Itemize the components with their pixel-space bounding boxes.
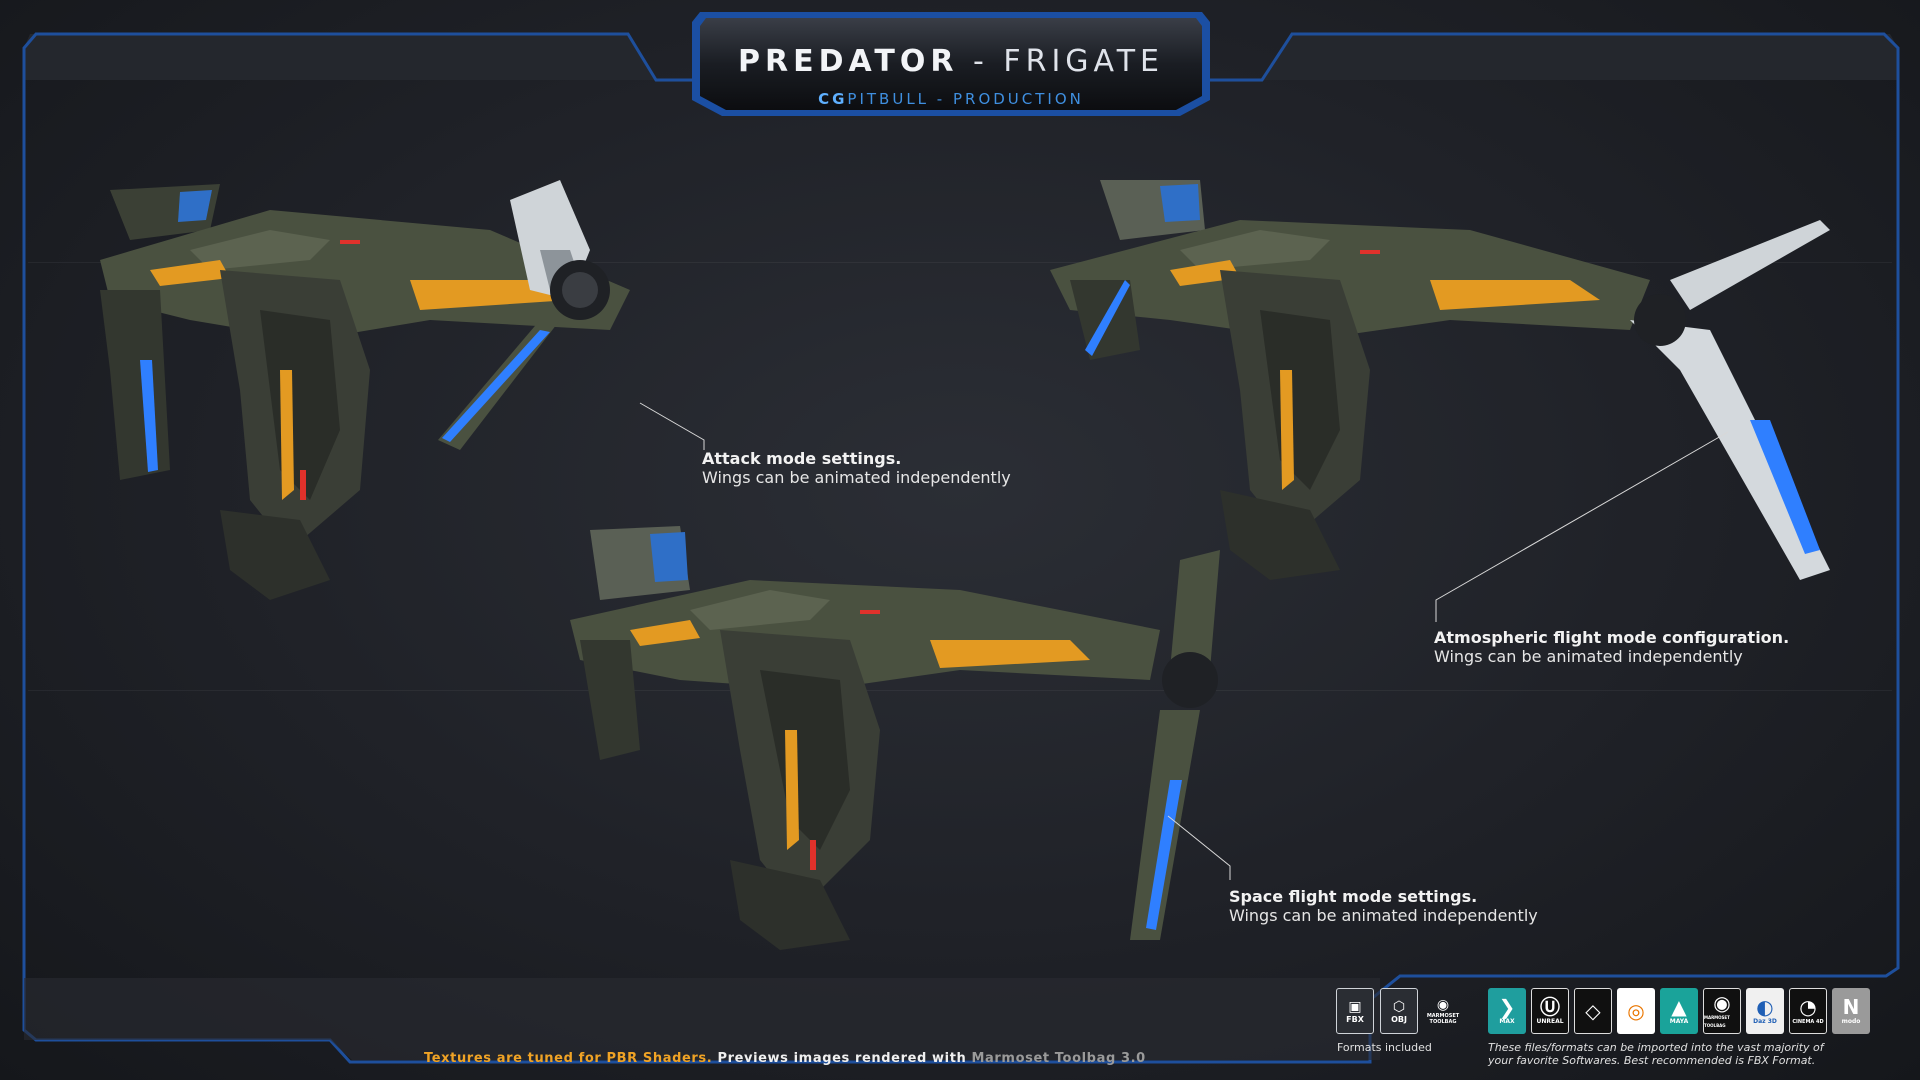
title-plate: PREDATOR - FRIGATE CGPITBULL - PRODUCTIO… <box>690 8 1212 120</box>
divider-line <box>28 690 1892 691</box>
formats-label: Formats included <box>1337 1041 1432 1054</box>
annotation-title: Space flight mode settings. <box>1229 887 1478 906</box>
studio-rest: PITBULL - PRODUCTION <box>847 90 1084 108</box>
formats-icons: ▣ FBX ⬡ OBJ ◉ MARMOSET TOOLBAG <box>1336 988 1462 1034</box>
3dsmax-icon: ❯MAX <box>1488 988 1526 1034</box>
obj-format-icon: ⬡ OBJ <box>1380 988 1418 1034</box>
studio-prefix: CG <box>818 90 848 108</box>
ship-render-attack-mode <box>100 180 630 600</box>
fbx-format-icon: ▣ FBX <box>1336 988 1374 1034</box>
render-note-text: Previews images rendered with <box>712 1051 972 1066</box>
page-title: PREDATOR - FRIGATE <box>690 44 1212 79</box>
marmoset-format-icon: ◉ MARMOSET TOOLBAG <box>1426 997 1460 1025</box>
studio-credit: CGPITBULL - PRODUCTION <box>690 90 1212 108</box>
unity-icon: ◇ <box>1574 988 1612 1034</box>
renderer-name: Marmoset Toolbag 3.0 <box>971 1051 1146 1066</box>
annotation-title: Attack mode settings. <box>702 449 902 468</box>
software-compat-note: These files/formats can be imported into… <box>1488 1041 1824 1067</box>
marmoset-icon: ◉MARMOSET TOOLBAG <box>1703 988 1741 1034</box>
title-name: PREDATOR <box>737 44 959 79</box>
ship-render-space-mode <box>570 526 1220 950</box>
annotation-space-mode: Space flight mode settings. Wings can be… <box>1229 887 1538 925</box>
annotation-text: Wings can be animated independently <box>702 468 1011 487</box>
blender-icon: ◎ <box>1617 988 1655 1034</box>
cinema4d-icon: ◔CINEMA 4D <box>1789 988 1827 1034</box>
annotation-attack-mode: Attack mode settings. Wings can be anima… <box>702 449 1011 487</box>
ship-render-atmospheric-mode <box>1050 180 1830 580</box>
render-note: Textures are tuned for PBR Shaders. Prev… <box>424 1051 1146 1066</box>
pbr-note: Textures are tuned for PBR Shaders. <box>424 1051 713 1066</box>
annotation-atmospheric-mode: Atmospheric flight mode configuration. W… <box>1434 628 1789 666</box>
divider-line <box>28 262 1892 263</box>
daz3d-icon: ◐Daz 3D <box>1746 988 1784 1034</box>
title-separator: - <box>958 44 1004 79</box>
annotation-title: Atmospheric flight mode configuration. <box>1434 628 1790 647</box>
title-type: FRIGATE <box>1003 44 1165 79</box>
annotation-text: Wings can be animated independently <box>1434 647 1743 666</box>
annotation-text: Wings can be animated independently <box>1229 906 1538 925</box>
maya-icon: ▲MAYA <box>1660 988 1698 1034</box>
